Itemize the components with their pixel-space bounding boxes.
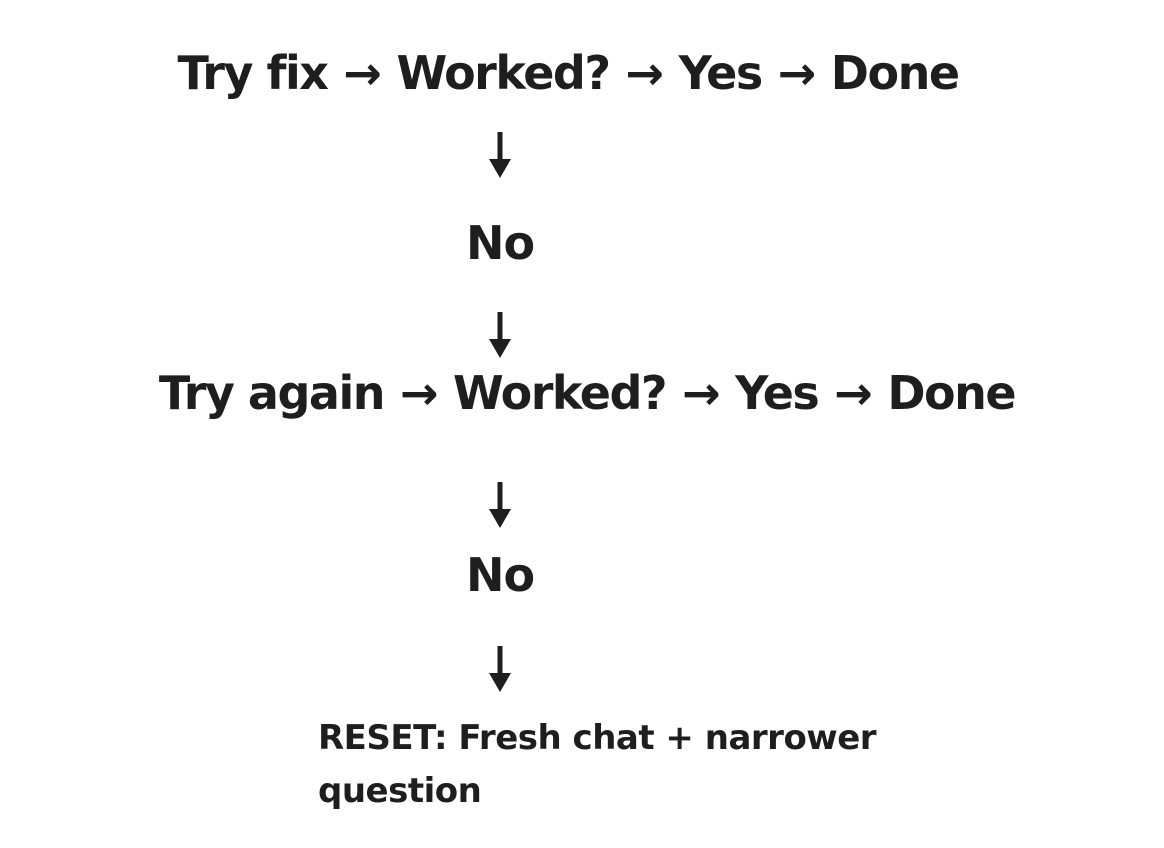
right-arrow-icon: → [834, 366, 873, 420]
node-yes-1: Yes [678, 46, 764, 100]
down-arrow-icon [489, 646, 511, 692]
edge-label-no-2: No [465, 548, 535, 602]
down-arrow-icon [489, 132, 511, 178]
edge-label-no-1: No [465, 216, 535, 270]
node-reset: RESET: Fresh chat + narrower question [318, 718, 877, 811]
node-worked-2: Worked? [453, 366, 668, 420]
right-arrow-icon: → [343, 46, 382, 100]
right-arrow-icon: → [399, 366, 439, 420]
flow-row-try-fix: Try fix → Worked? → Yes → Done [177, 46, 960, 100]
node-done-2: Done [887, 366, 1016, 420]
down-arrow-icon [489, 312, 511, 358]
node-yes-2: Yes [735, 366, 820, 420]
node-done-1: Done [830, 46, 960, 100]
right-arrow-icon: → [682, 366, 721, 420]
flow-row-try-again: Try again → Worked? → Yes → Done [158, 366, 1017, 420]
node-try-again: Try again [158, 366, 386, 420]
right-arrow-icon: → [777, 46, 817, 100]
node-worked-1: Worked? [396, 46, 611, 100]
right-arrow-icon: → [625, 46, 665, 100]
node-try-fix: Try fix [177, 46, 328, 100]
down-arrow-icon [489, 482, 511, 528]
